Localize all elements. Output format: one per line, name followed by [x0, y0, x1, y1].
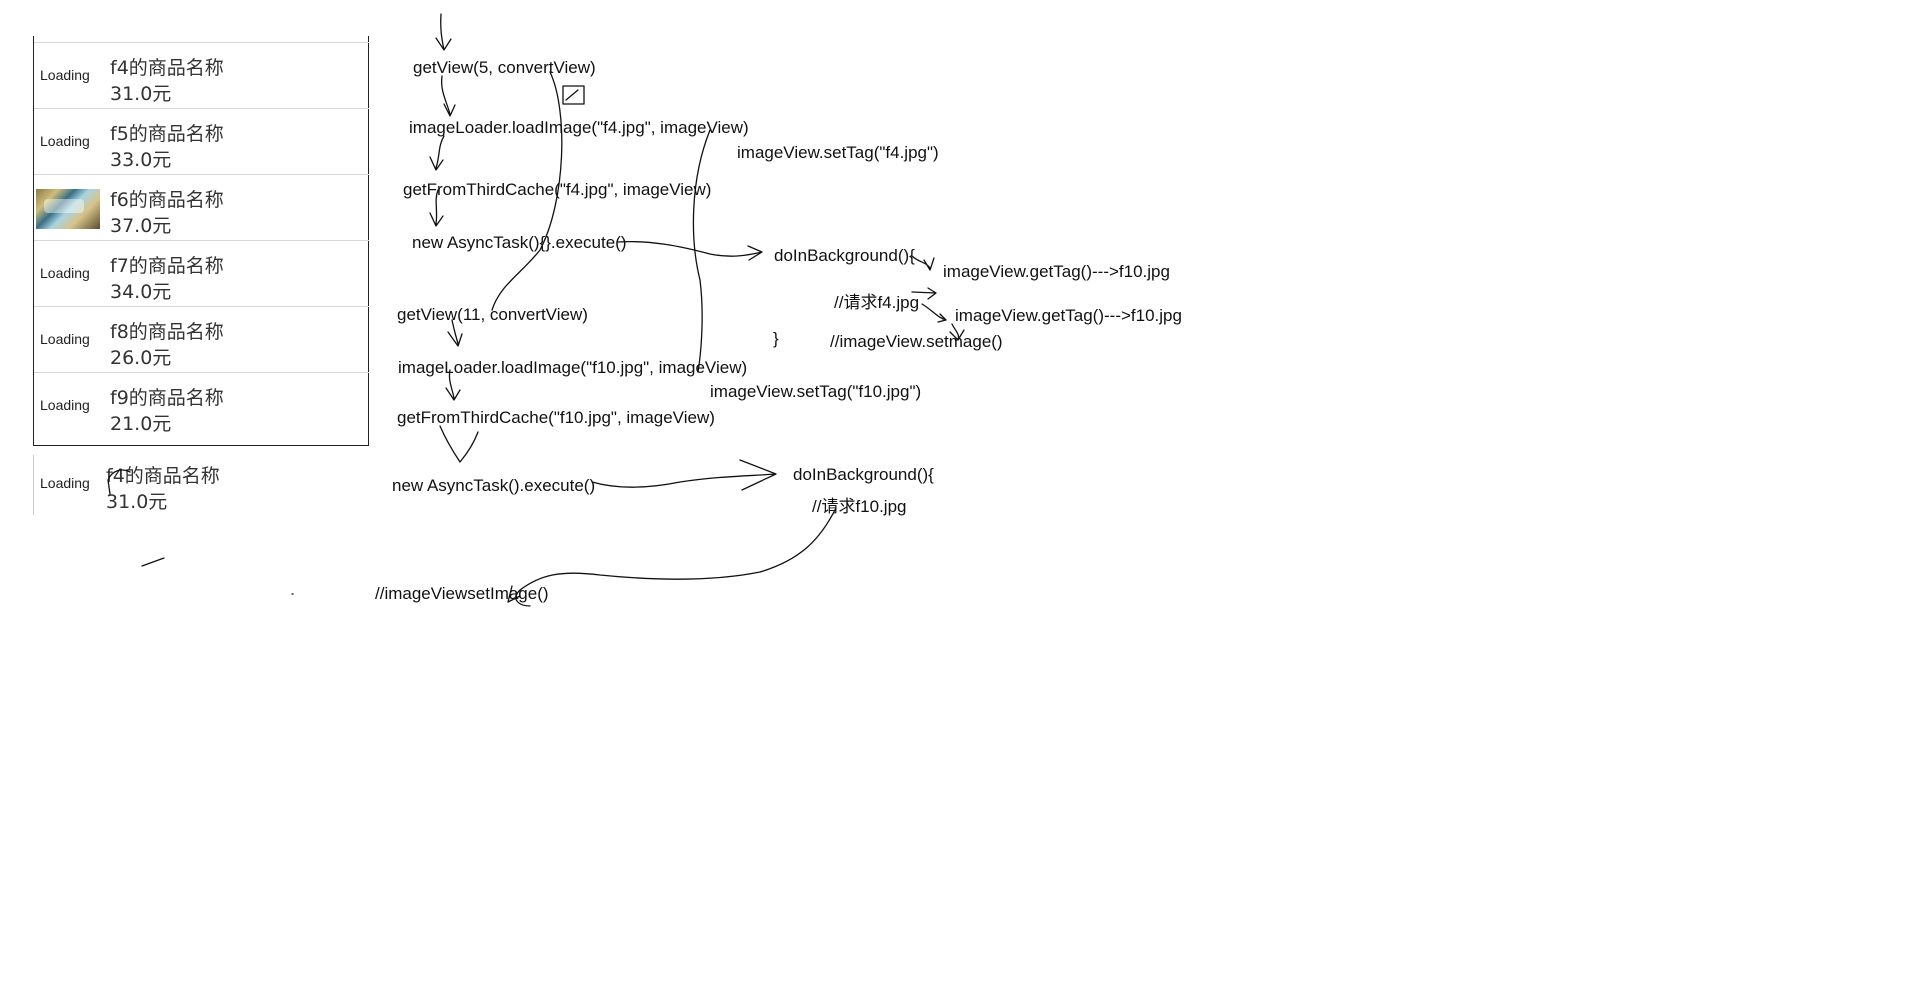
note-set-tag-f4: imageView.setTag("f4.jpg") [737, 143, 939, 162]
convertview-curve [491, 71, 563, 311]
arrow-getview11-to-load [447, 319, 463, 347]
loading-placeholder: Loading [40, 331, 90, 347]
list-item[interactable]: Loading f7的商品名称 34.0元 [34, 240, 369, 306]
arrow-async-to-bg [617, 240, 763, 261]
loading-placeholder: Loading [40, 133, 90, 149]
item-name: f7的商品名称 [110, 255, 224, 277]
list-item[interactable]: Loading f5的商品名称 33.0元 [34, 108, 369, 174]
item-name: f6的商品名称 [110, 189, 224, 211]
item-price: 33.0元 [110, 149, 172, 171]
arrow-getview-to-load [440, 75, 456, 117]
arrow-cache-to-async [429, 189, 444, 227]
note-async-task-2: new AsyncTask().execute() [392, 476, 596, 495]
item-price: 37.0元 [110, 215, 172, 237]
item-price: 31.0元 [110, 83, 172, 105]
product-thumbnail-image [36, 189, 100, 229]
arrow-cache10-to-async [439, 425, 479, 463]
loading-placeholder: Loading [40, 475, 90, 491]
settag-curve [692, 129, 711, 373]
list-item[interactable]: Loading f8的商品名称 26.0元 [34, 306, 369, 372]
arrow-async2-to-bg2 [591, 459, 777, 491]
item-name: f9的商品名称 [110, 387, 224, 409]
loading-placeholder: Loading [40, 397, 90, 413]
note-load-image-f10: imageLoader.loadImage("f10.jpg", imageVi… [398, 358, 748, 377]
loading-placeholder: Loading [40, 265, 90, 281]
note-get-view-11: getView(11, convertView) [397, 305, 588, 324]
note-get-tag-1: imageView.getTag()--->f10.jpg [943, 262, 1170, 281]
scribble-get-tag [911, 255, 935, 271]
note-request-f10: //请求f10.jpg [812, 497, 907, 516]
scribble-request [921, 303, 947, 323]
note-get-tag-2: imageView.getTag()--->f10.jpg [955, 306, 1182, 325]
note-do-in-background-1: doInBackground(){ [774, 246, 915, 265]
item-price: 31.0元 [106, 491, 168, 513]
pencil-glyph [562, 85, 585, 105]
note-do-in-background-2: doInBackground(){ [793, 465, 934, 484]
note-set-image-1: //imageView.setmage() [830, 332, 1003, 351]
list-item[interactable]: f6的商品名称 37.0元 [34, 174, 369, 240]
note-load-image-f4: imageLoader.loadImage("f4.jpg", imageVie… [409, 118, 749, 137]
note-set-image-2: //imageViewsetImage() [375, 584, 549, 603]
note-get-view-5: getView(5, convertView) [413, 58, 596, 77]
arrow-load10-to-cache10 [445, 369, 461, 401]
loading-placeholder: Loading [40, 67, 90, 83]
note-third-cache-f10: getFromThirdCache("f10.jpg", imageView) [397, 408, 715, 427]
arrow-bg2-to-setimage [507, 507, 837, 607]
recycled-list-item: Loading f4的商品名称 31.0元 [33, 455, 263, 515]
note-third-cache-f4: getFromThirdCache("f4.jpg", imageView) [403, 180, 712, 199]
note-close-brace: } [773, 329, 779, 348]
item-price: 21.0元 [110, 413, 172, 435]
item-name: f8的商品名称 [110, 321, 224, 343]
item-name: f4的商品名称 [110, 57, 224, 79]
stray-dash [141, 557, 165, 567]
list-item[interactable]: Loading f9的商品名称 21.0元 [34, 372, 369, 438]
item-price: 26.0元 [110, 347, 172, 369]
scribble-setimage [949, 323, 965, 341]
ghost-mark [107, 469, 131, 495]
note-async-task-1: new AsyncTask(){}.execute() [412, 233, 627, 252]
list-item[interactable]: Loading f4的商品名称 31.0元 [34, 42, 369, 108]
product-list: Loading f4的商品名称 31.0元 Loading f5的商品名称 33… [33, 36, 369, 446]
note-set-tag-f10: imageView.setTag("f10.jpg") [710, 382, 922, 401]
note-request-f4: //请求f4.jpg [834, 293, 920, 312]
item-name: f4的商品名称 [106, 465, 220, 487]
arrow-load-to-cache [429, 135, 445, 171]
item-name: f5的商品名称 [110, 123, 224, 145]
scribble-get-tag-2 [911, 287, 937, 300]
arrow-top [435, 13, 452, 51]
item-price: 34.0元 [110, 281, 172, 303]
